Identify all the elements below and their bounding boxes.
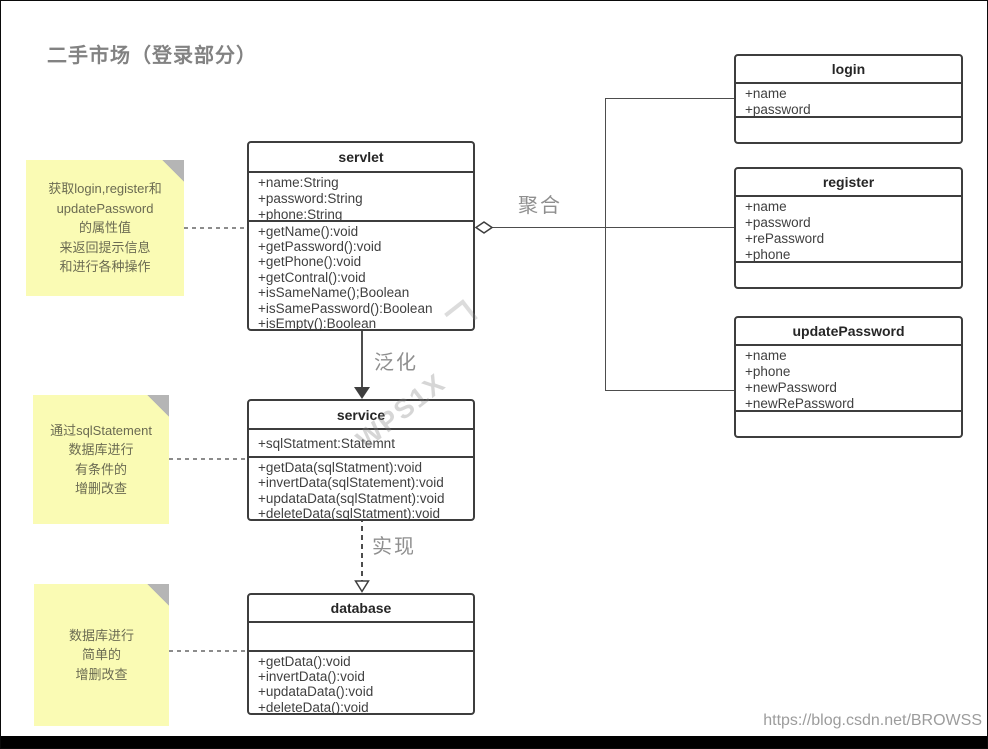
class-method: +invertData(sqlStatement):void [258,475,444,491]
methods-compartment [736,118,961,142]
attributes-compartment: +name +phone +newPassword +newRePassword [736,346,961,412]
note-line: 来返回提示信息 [59,239,151,255]
note-line: 简单的 [81,647,121,663]
diagram-title: 二手市场（登录部分） [47,45,257,67]
generalization-arrowhead-icon [354,387,370,399]
realization-connector [361,517,363,581]
aggregation-connector [490,227,734,228]
aggregation-connector [605,98,734,99]
note-fold-corner-icon [147,584,169,606]
class-method: +isEmpty():Boolean [258,316,377,329]
note-line: 增删改查 [74,481,127,496]
note-line: 有条件的 [74,461,127,477]
bottom-black-bar [1,736,987,748]
realization-arrowhead-icon [354,580,370,593]
class-method: +updataData(sqlStatment):void [258,490,445,506]
realization-label: 实现 [372,536,416,558]
note-line: 数据库进行 [68,442,134,457]
note-line: updatePassword [56,200,154,216]
attributes-compartment [249,623,473,652]
aggregation-connector [605,390,734,391]
class-database[interactable]: database +getData():void +invertData():v… [247,593,475,715]
class-attribute: +phone [745,247,791,262]
note-service[interactable]: 通过sqlStatement 数据库进行 有条件的 增删改查 [33,395,169,524]
class-name: database [249,595,473,623]
class-login[interactable]: login +name +password [734,54,963,144]
class-method: +getPassword():void [258,238,382,254]
methods-compartment: +getName():void +getPassword():void +get… [249,222,473,329]
class-method: +getContral():void [258,269,366,285]
class-servlet[interactable]: servlet +name:String +password:String +p… [247,141,475,331]
class-method: +isSameName();Boolean [258,285,410,301]
note-line: 增删改查 [75,666,128,682]
class-method: +deleteData(sqlStatment):void [258,506,440,519]
methods-compartment: +getData(sqlStatment):void +invertData(s… [249,458,473,519]
class-method: +getName():void [258,223,359,239]
class-name: updatePassword [736,318,961,346]
note-fold-corner-icon [162,160,184,182]
class-method: +updataData():void [258,684,374,700]
class-attribute: +sqlStatment:Statemnt [258,436,395,451]
methods-compartment [736,412,961,436]
class-method: +deleteData():void [258,699,369,713]
note-anchor-line [169,650,247,652]
attributes-compartment: +name +password [736,84,961,118]
note-line: 和进行各种操作 [59,259,151,275]
class-attribute: +password:String [258,191,363,206]
note-servlet[interactable]: 获取login,register和 updatePassword 的属性值 来返… [26,160,184,296]
class-attribute: +name [745,86,787,101]
attributes-compartment: +name +password +rePassword +phone [736,197,961,263]
class-name: register [736,169,961,197]
class-attribute: +password [745,215,811,230]
methods-compartment [736,263,961,287]
class-attribute: +name [745,348,787,363]
note-database[interactable]: 数据库进行 简单的 增删改查 [34,584,169,726]
attributes-compartment: +sqlStatment:Statemnt [249,430,473,458]
class-method: +invertData():void [258,669,365,685]
class-attribute: +phone [745,364,791,379]
class-method: +isSamePassword():Boolean [258,300,433,316]
class-attribute: +name:String [258,175,339,190]
class-method: +getData(sqlStatment):void [258,459,422,475]
aggregation-connector [605,98,606,390]
class-method: +getData():void [258,653,351,669]
class-service[interactable]: service +sqlStatment:Statemnt +getData(s… [247,399,475,521]
class-name: servlet [249,143,473,173]
class-name: service [249,401,473,430]
class-attribute: +password [745,102,811,117]
class-attribute: +phone:String [258,207,343,222]
note-line: 通过sqlStatement [50,422,152,438]
note-line: 数据库进行 [68,627,134,643]
class-name: login [736,56,961,84]
note-anchor-line [169,458,247,460]
aggregation-label: 聚合 [518,195,562,217]
generalization-connector [361,328,363,388]
blog-url: https://blog.csdn.net/BROWSS [763,712,982,729]
class-register[interactable]: register +name +password +rePassword +ph… [734,167,963,289]
class-attribute: +name [745,199,787,214]
aggregation-diamond-icon [475,221,493,234]
methods-compartment: +getData():void +invertData():void +upda… [249,652,473,713]
attributes-compartment: +name:String +password:String +phone:Str… [249,173,473,222]
note-line: 的属性值 [78,220,131,236]
note-anchor-line [184,227,247,229]
class-attribute: +newRePassword [745,396,855,411]
class-method: +getPhone():void [258,254,362,270]
note-fold-corner-icon [147,395,169,417]
class-attribute: +newPassword [745,380,837,395]
generalization-label: 泛化 [374,352,418,374]
class-updatePassword[interactable]: updatePassword +name +phone +newPassword… [734,316,963,438]
note-line: 获取login,register和 [48,181,162,197]
class-attribute: +rePassword [745,231,825,246]
